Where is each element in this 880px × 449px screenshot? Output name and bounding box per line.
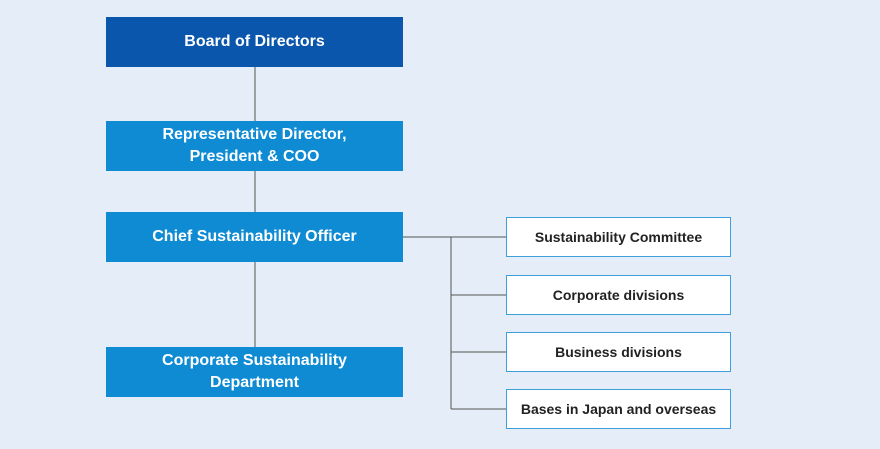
representative-director-label-line1: Representative Director,: [162, 126, 347, 143]
corporate-sustainability-department-box: Corporate Sustainability Department: [106, 347, 403, 397]
corporate-divisions-label: Corporate divisions: [552, 287, 685, 303]
corporate-divisions-box: Corporate divisions: [506, 275, 731, 315]
corporate-sustainability-department-label-line2: Department: [210, 374, 299, 391]
bases-in-japan-and-overseas-box: Bases in Japan and overseas: [506, 389, 731, 429]
representative-director-label-line2: President & COO: [189, 148, 320, 165]
corporate-sustainability-department-label-line1: Corporate Sustainability: [162, 352, 347, 369]
sustainability-committee-box: Sustainability Committee: [506, 217, 731, 257]
representative-director-box: Representative Director, President & COO: [106, 121, 403, 171]
board-of-directors-box: Board of Directors: [106, 17, 403, 67]
business-divisions-box: Business divisions: [506, 332, 731, 372]
bases-in-japan-and-overseas-label: Bases in Japan and overseas: [520, 401, 717, 417]
sustainability-committee-label: Sustainability Committee: [534, 229, 703, 245]
chief-sustainability-officer-label: Chief Sustainability Officer: [152, 228, 357, 245]
chief-sustainability-officer-box: Chief Sustainability Officer: [106, 212, 403, 262]
board-of-directors-label: Board of Directors: [184, 33, 325, 50]
business-divisions-label: Business divisions: [555, 344, 682, 360]
